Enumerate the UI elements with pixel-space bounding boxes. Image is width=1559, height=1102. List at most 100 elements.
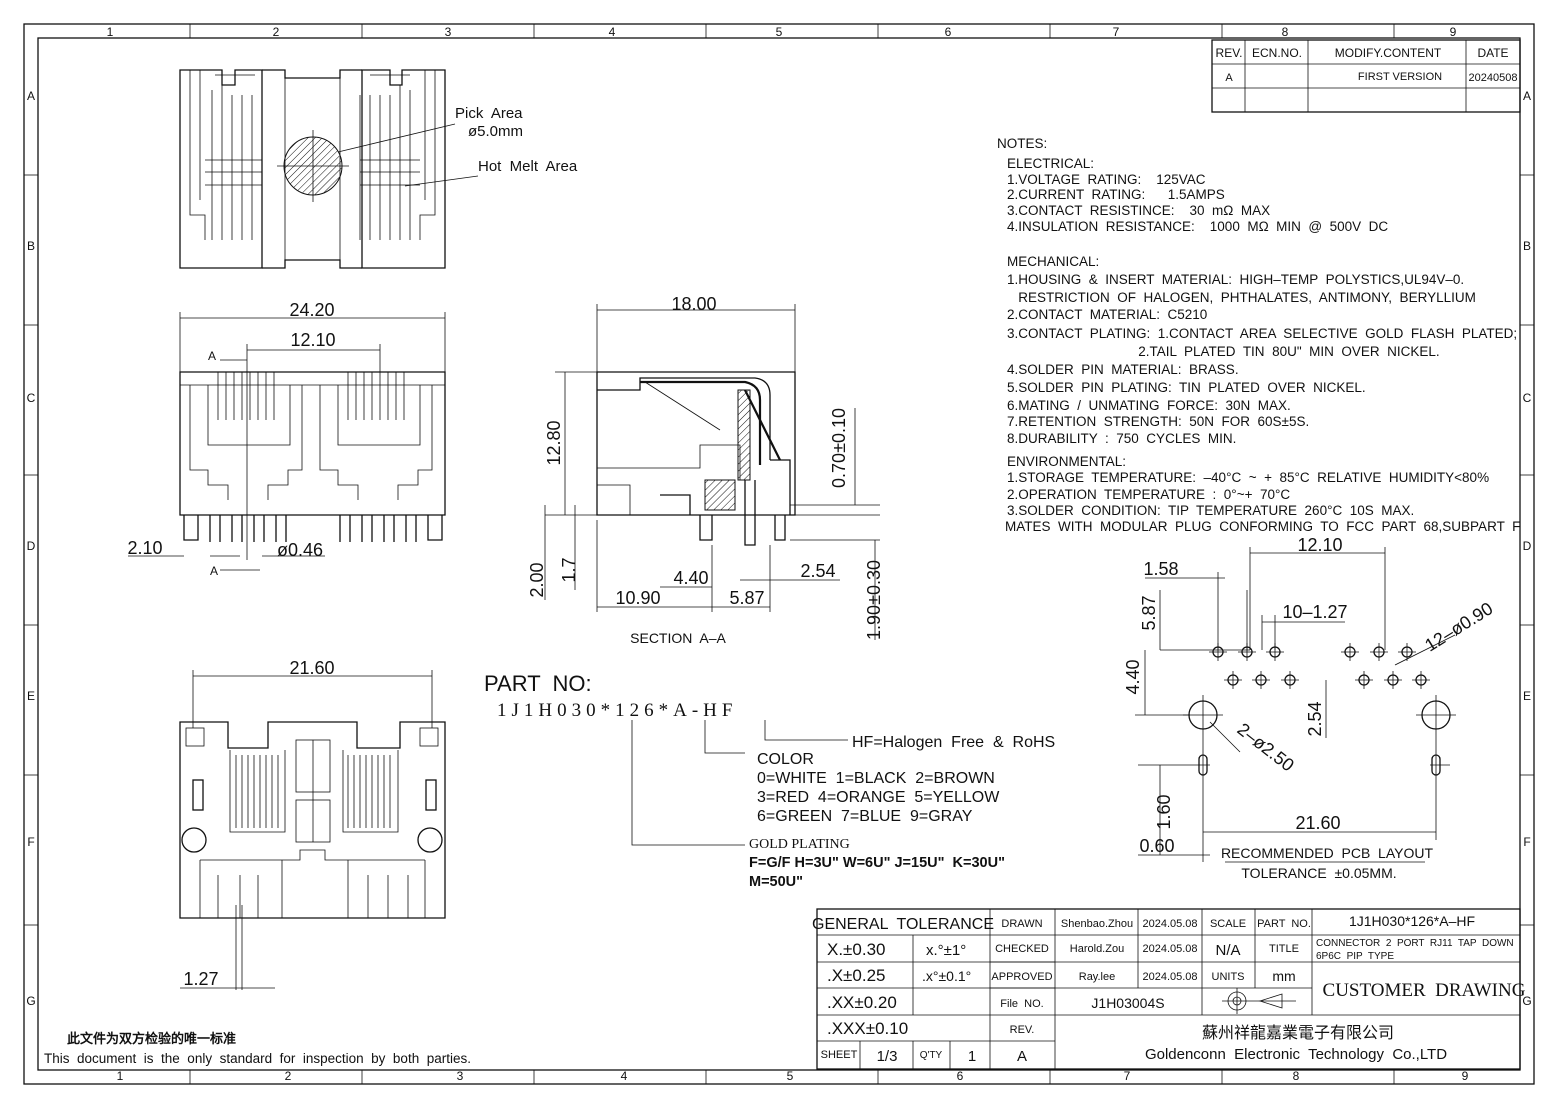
dim-left: 2.10: [127, 538, 162, 558]
pcb-layout: 12.10 1.58 5.87 10–1.27 12–ø0.90 4.40 2.…: [1123, 535, 1496, 881]
electrical-title: ELECTRICAL:: [1007, 156, 1094, 171]
color-option: 6=GREEN 7=BLUE 9=GRAY: [757, 808, 973, 825]
column-label: 3: [457, 1069, 464, 1083]
company-name-en: Goldenconn Electronic Technology Co.,LTD: [1145, 1046, 1447, 1063]
column-label: 6: [957, 1069, 964, 1083]
part-no-title: PART NO:: [484, 671, 592, 696]
pcb-hole: [1355, 671, 1373, 689]
dim-bottom-width: 21.60: [289, 658, 334, 678]
color-option: 3=RED 4=ORANGE 5=YELLOW: [757, 789, 1000, 806]
dim-587: 5.87: [729, 588, 764, 608]
row-label: F: [27, 835, 34, 849]
column-label: 6: [945, 25, 952, 39]
approved-label: APPROVED: [991, 971, 1052, 983]
top-view: Pick Area ø5.0mm Hot Melt Area: [179, 69, 578, 269]
electrical-line: 4.INSULATION RESISTANCE: 1000 MΩ MIN @ 5…: [1007, 219, 1388, 234]
notes-title: NOTES:: [997, 136, 1047, 151]
front-view: 24.20 12.10 2.10 ø0.46 A A: [127, 300, 446, 578]
ecn-header: ECN.NO.: [1252, 46, 1302, 60]
pcb-hole: [1281, 671, 1299, 689]
column-label: 3: [445, 25, 452, 39]
row-label: C: [27, 391, 36, 405]
rev-value: A: [1225, 72, 1233, 84]
electrical-line: 2.CURRENT RATING: 1.5AMPS: [1007, 187, 1225, 202]
dim-width: 24.20: [289, 300, 334, 320]
mechanical-line: 2.TAIL PLATED TIN 80U" MIN OVER NICKEL.: [1007, 344, 1440, 359]
scale-label: SCALE: [1210, 918, 1246, 930]
environmental-line: MATES WITH MODULAR PLUG CONFORMING TO FC…: [1005, 519, 1520, 534]
pcb-dim-440: 4.40: [1123, 659, 1143, 694]
section-label: SECTION A–A: [630, 630, 726, 646]
part-no-code: 1J1H030*126*A-HF: [497, 700, 737, 721]
modify-value: FIRST VERSION: [1358, 71, 1442, 83]
pcb-holes: [1209, 643, 1430, 689]
part-no-label: PART NO.: [1257, 918, 1311, 930]
drawing-frame: [23, 23, 1535, 1085]
dim-254: 2.54: [800, 561, 835, 581]
dim-190: 1.90±0.30: [864, 560, 884, 640]
pcb-layout-title: RECOMMENDED PCB LAYOUT: [1221, 845, 1434, 861]
pcb-hole: [1412, 671, 1430, 689]
title-block: GENERAL TOLERANCE X.±0.30 x.°±1° .X±0.25…: [812, 908, 1526, 1070]
pcb-dim-060: 0.60: [1139, 836, 1174, 856]
sheet-value: 1/3: [877, 1048, 898, 1065]
dim-pitch: 12.10: [290, 330, 335, 350]
column-label: 4: [621, 1069, 628, 1083]
row-label: C: [1523, 391, 1532, 405]
pcb-hole: [1224, 671, 1242, 689]
pick-area-label: Pick Area: [455, 105, 523, 122]
pcb-dim-587: 5.87: [1139, 595, 1159, 630]
footer-cn: 此文件为双方检验的唯一标准: [67, 1031, 236, 1046]
column-label: 4: [609, 25, 616, 39]
section-view: 18.00 12.80 0.70±0.10 2.00 1.7 4.40 2.54…: [527, 294, 884, 646]
pcb-hole: [1341, 643, 1359, 661]
rev-header: REV.: [1216, 46, 1243, 60]
row-label: F: [1523, 835, 1530, 849]
checked-date: 2024.05.08: [1142, 943, 1197, 955]
section-a-marker: A: [208, 349, 216, 363]
row-label: A: [27, 89, 35, 103]
company-name-cn: 蘇州祥龍嘉業電子有限公司: [1202, 1024, 1394, 1042]
column-label: 9: [1462, 1069, 1469, 1083]
pcb-tolerance: TOLERANCE ±0.05MM.: [1241, 865, 1396, 881]
column-label: 1: [117, 1069, 124, 1083]
pcb-dim-160: 1.60: [1154, 794, 1174, 829]
dim-440: 4.40: [673, 568, 708, 588]
date-header: DATE: [1477, 46, 1508, 60]
checked-name: Harold.Zou: [1070, 943, 1124, 955]
pcb-dim-10x127: 10–1.27: [1282, 602, 1347, 622]
general-tolerance: GENERAL TOLERANCE: [812, 916, 994, 933]
pcb-dim-158: 1.58: [1143, 559, 1178, 579]
tol-x-angle: x.°±1°: [926, 942, 966, 959]
mechanical-line: 6.MATING / UNMATING FORCE: 30N MAX.: [1007, 398, 1291, 413]
sheet-label: SHEET: [821, 1049, 858, 1061]
pcb-hole: [1252, 671, 1270, 689]
color-option: 0=WHITE 1=BLACK 2=BROWN: [757, 770, 995, 787]
dim-pin: ø0.46: [277, 540, 323, 560]
color-title: COLOR: [757, 751, 814, 768]
row-label: E: [27, 689, 35, 703]
dim-200: 2.00: [527, 562, 547, 597]
mechanical-line: 4.SOLDER PIN MATERIAL: BRASS.: [1007, 362, 1239, 377]
qty-label: Q'TY: [920, 1050, 943, 1061]
dim-17: 1.7: [559, 557, 579, 582]
notes: NOTES: ELECTRICAL: 1.VOLTAGE RATING: 125…: [997, 136, 1520, 534]
column-label: 2: [273, 25, 280, 39]
title-value: 6P6C PIP TYPE: [1316, 951, 1394, 962]
drawn-name: Shenbao.Zhou: [1061, 918, 1133, 930]
mechanical-line: 3.CONTACT PLATING: 1.CONTACT AREA SELECT…: [1007, 326, 1517, 341]
column-label: 2: [285, 1069, 292, 1083]
approved-name: Ray.lee: [1079, 971, 1115, 983]
tol-xx-angle: .x°±0.1°: [922, 968, 971, 984]
halogen-free-note: HF=Halogen Free & RoHS: [852, 734, 1055, 751]
row-label: B: [27, 239, 35, 253]
row-label: G: [1522, 994, 1531, 1008]
dim-1090: 10.90: [615, 588, 660, 608]
qty-value: 1: [968, 1048, 976, 1065]
column-label: 1: [107, 25, 114, 39]
part-no-value: 1J1H030*126*A–HF: [1349, 913, 1475, 929]
row-label: G: [26, 994, 35, 1008]
